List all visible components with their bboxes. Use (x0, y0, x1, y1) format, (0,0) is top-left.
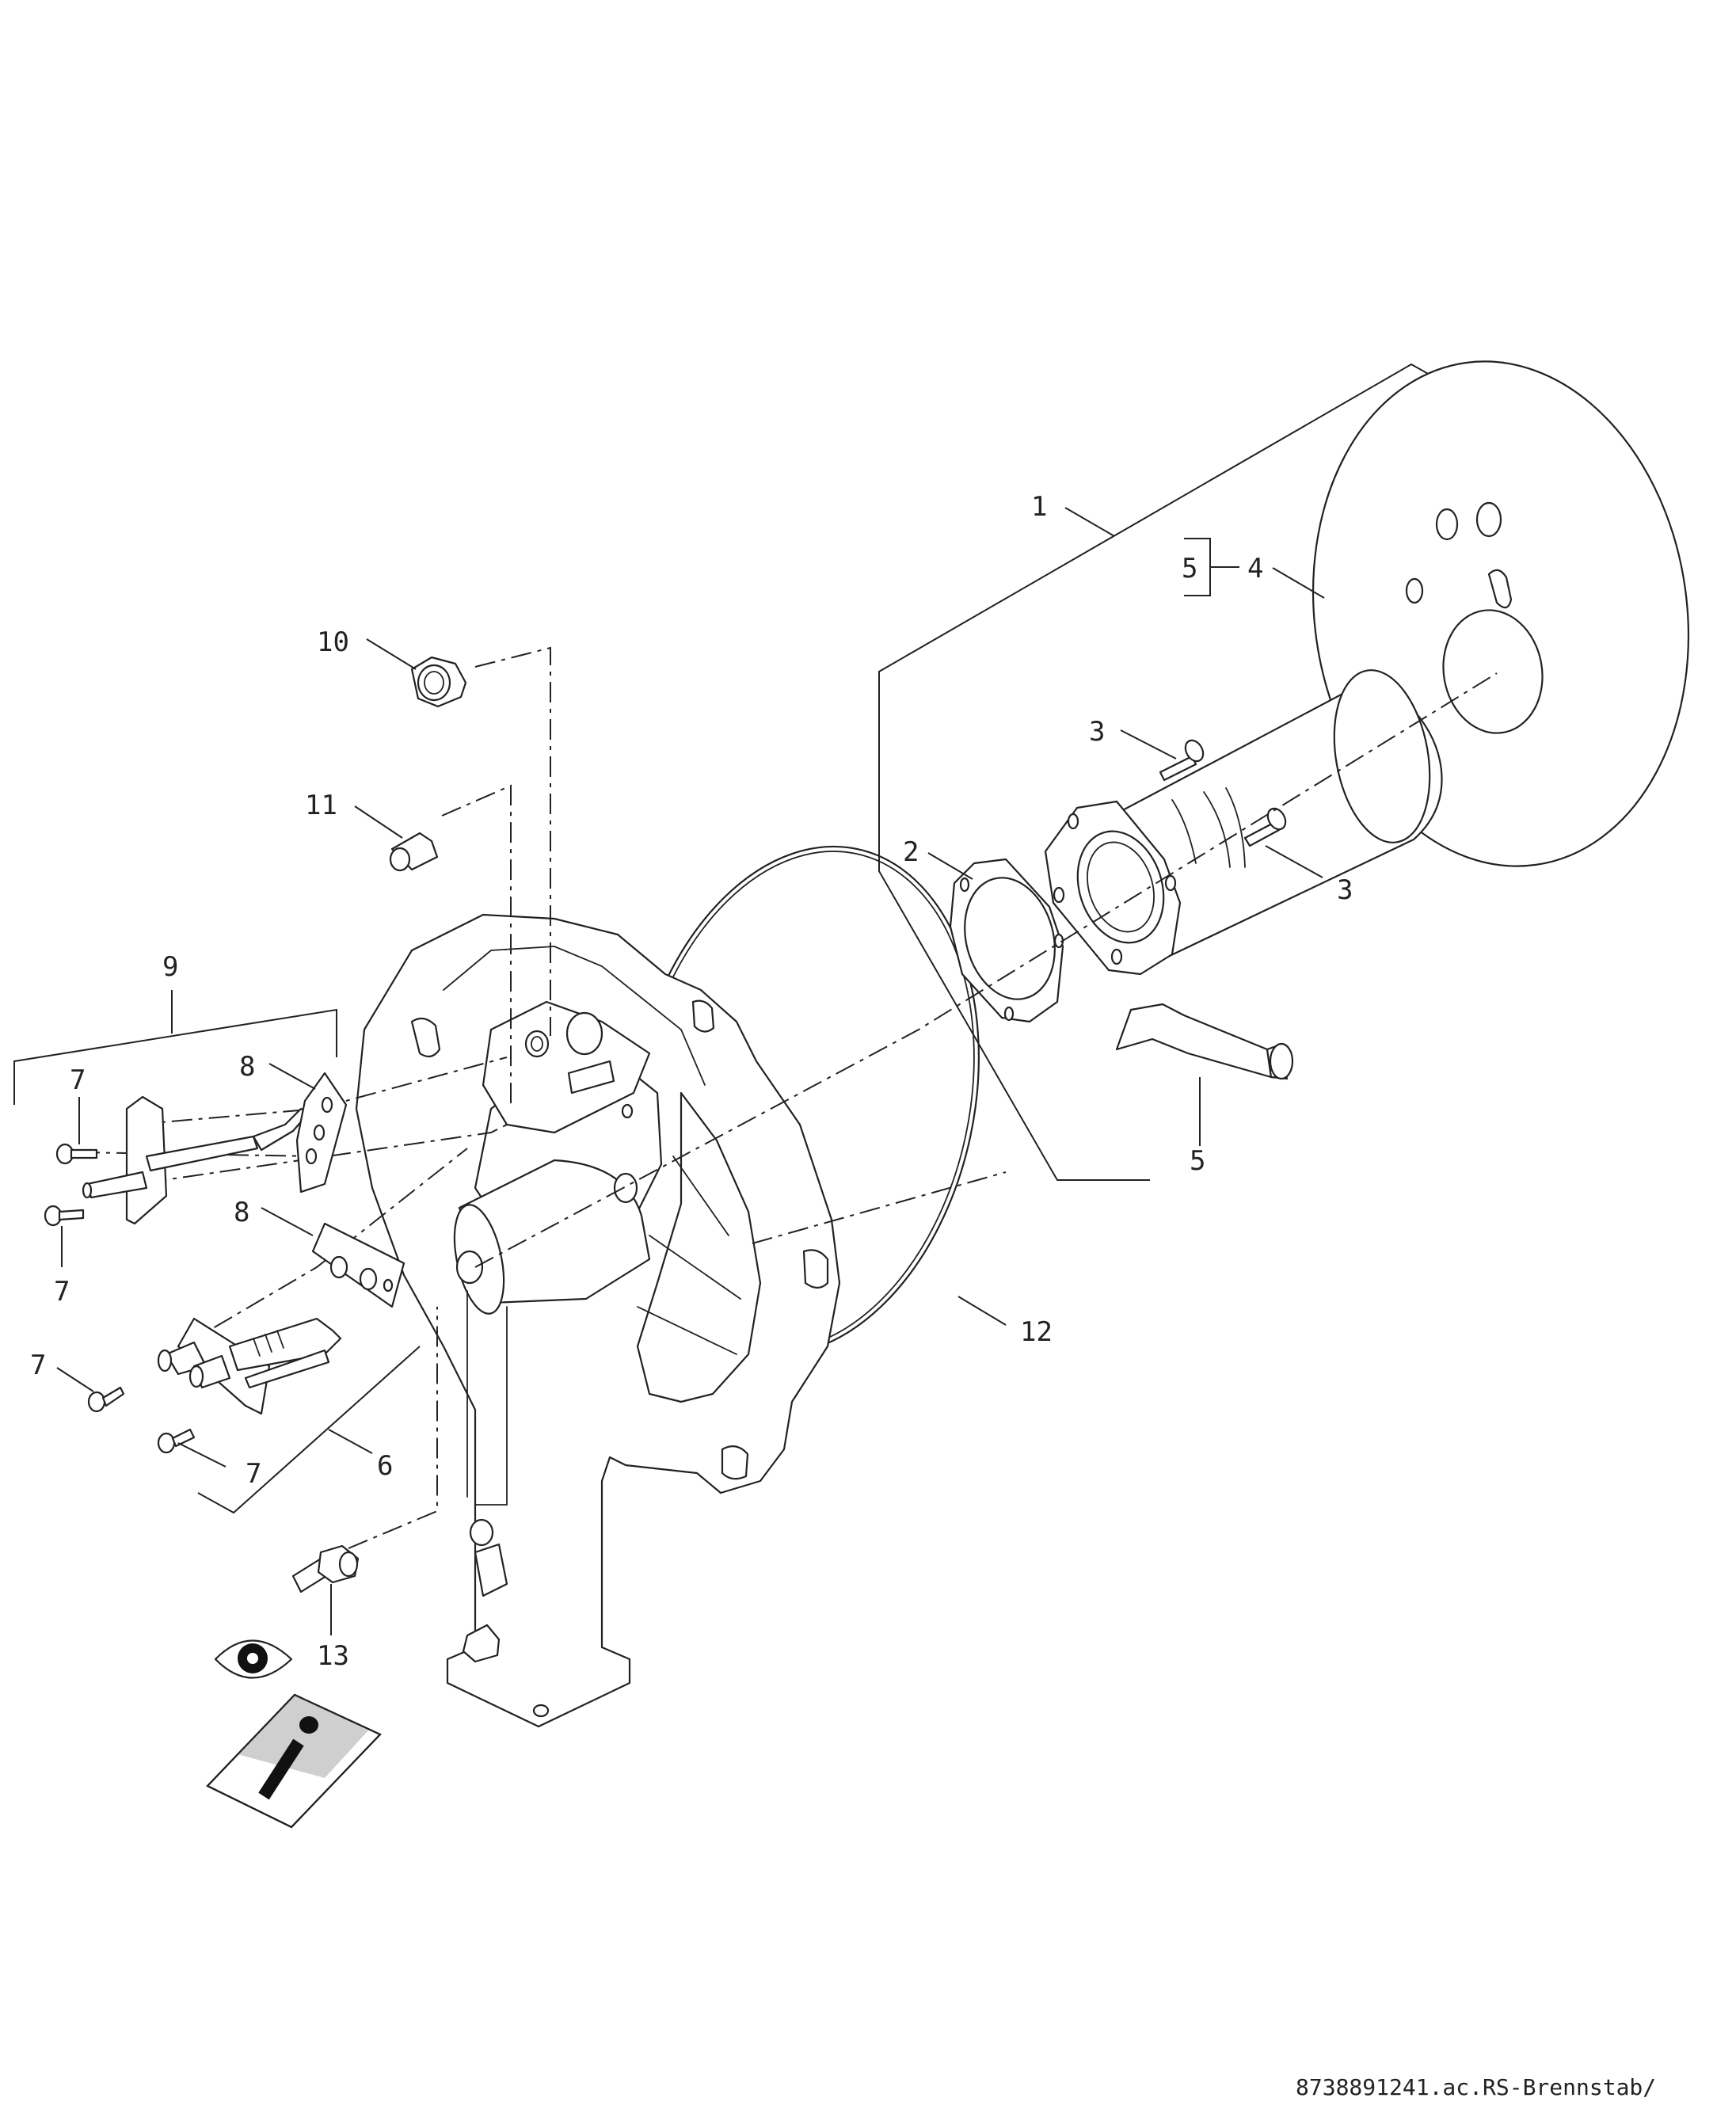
electrode-assembly-6 (157, 1317, 342, 1415)
callout-3-lower: 3 (1337, 874, 1353, 906)
callout-8-lower: 8 (234, 1197, 249, 1228)
tube-flange (1044, 800, 1182, 976)
screw-7-a (55, 1143, 98, 1165)
axis-8-mid (134, 1056, 508, 1125)
axis-12-flange (752, 1171, 1007, 1244)
screw-7-b (44, 1205, 85, 1227)
screw-7-c (87, 1386, 125, 1413)
screw-7-d (157, 1428, 196, 1454)
callout-7-d: 7 (246, 1458, 261, 1490)
leader-6 (328, 1429, 373, 1454)
leader-8b (261, 1207, 314, 1236)
callout-7-b: 7 (54, 1276, 70, 1308)
callout-6: 6 (377, 1450, 393, 1482)
screw-3-upper (1159, 739, 1205, 782)
sensor-13 (291, 1544, 360, 1593)
leader-3b (1265, 845, 1323, 878)
electrode-assembly-9 (82, 1095, 310, 1225)
eye-icon (214, 1639, 293, 1679)
leader-2 (927, 852, 973, 880)
callout-8-upper: 8 (239, 1051, 255, 1083)
callout-4: 4 (1247, 553, 1263, 584)
gasket-8-upper (295, 1072, 348, 1194)
callout-11: 11 (305, 790, 337, 821)
burner-housing (355, 913, 841, 1728)
axis-8-lower (181, 1148, 468, 1347)
nut-10 (410, 656, 467, 708)
gasket-8-lower (311, 1222, 405, 1308)
info-booklet-icon (206, 1693, 382, 1829)
leader-10 (366, 638, 417, 670)
group-9-bracket (13, 1008, 337, 1105)
nozzle-11 (389, 832, 439, 872)
leader-12 (957, 1296, 1007, 1326)
sealant-tube-5 (1115, 1003, 1294, 1080)
axis-11 (441, 784, 512, 1109)
leader-8a (268, 1063, 316, 1090)
callout-1: 1 (1031, 491, 1047, 523)
callout-3-upper: 3 (1089, 716, 1105, 748)
leader-3a (1120, 729, 1177, 760)
axis-8-upper (108, 1124, 508, 1189)
callout-13: 13 (317, 1640, 349, 1672)
callout-5-tube: 5 (1190, 1145, 1205, 1177)
leader-7c (56, 1367, 94, 1392)
leader-4 (1272, 567, 1325, 599)
group-1-bracket (878, 363, 1475, 1181)
group-6-bracket (197, 1346, 421, 1514)
axis-13 (348, 1307, 438, 1549)
callout-7-c: 7 (30, 1350, 46, 1381)
callout-2: 2 (903, 836, 919, 868)
leader-11 (354, 805, 403, 839)
callout-12: 12 (1020, 1316, 1053, 1348)
axis-main (474, 672, 1498, 1268)
callout-10: 10 (317, 626, 349, 658)
callout-9: 9 (162, 951, 178, 983)
leader-7d (177, 1442, 227, 1468)
gasket-2 (949, 858, 1064, 1023)
callout-5-bracket: 5 (1182, 553, 1197, 584)
axis-10 (474, 646, 551, 1036)
drawing-code: 8738891241.ac.RS-Brennstab/ (1296, 2074, 1656, 2100)
leader-1 (1064, 507, 1115, 537)
screw-3-lower (1243, 807, 1287, 847)
callout-7-a: 7 (70, 1064, 86, 1096)
